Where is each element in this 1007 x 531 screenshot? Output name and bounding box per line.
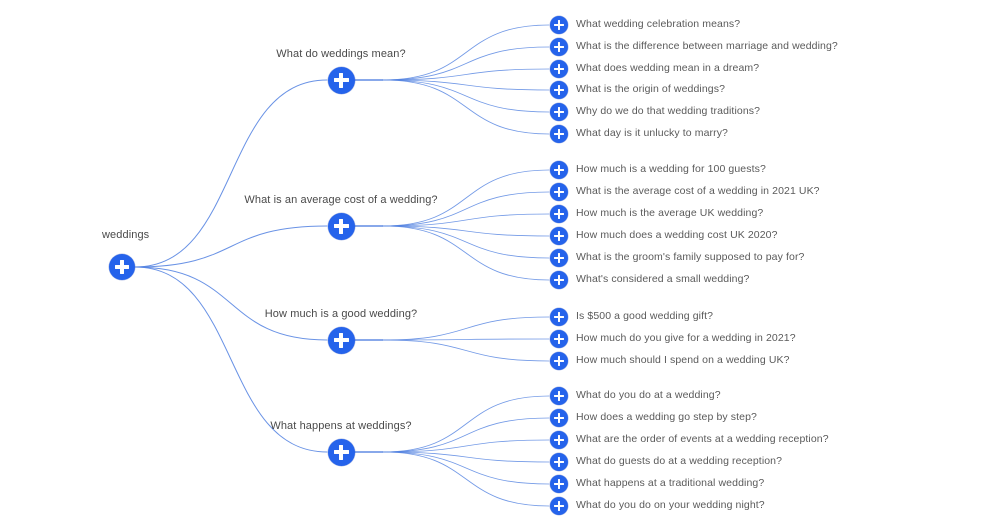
leaf-node-3-0-label: What do you do at a wedding? xyxy=(576,389,721,401)
edge-path xyxy=(382,79,550,113)
plus-circle-icon[interactable] xyxy=(550,81,568,99)
plus-circle-icon[interactable] xyxy=(550,38,568,56)
leaf-node-1-3-label: How much does a wedding cost UK 2020? xyxy=(576,229,778,241)
plus-circle-icon[interactable] xyxy=(550,249,568,267)
plus-circle-icon[interactable] xyxy=(327,438,355,466)
plus-circle-icon[interactable] xyxy=(550,431,568,449)
edge-path xyxy=(382,451,550,507)
leaf-node-0-1-label: What is the difference between marriage … xyxy=(576,40,838,52)
leaf-node-1-4-label: What is the groom's family supposed to p… xyxy=(576,251,805,263)
leaf-node-0-4-label: Why do we do that wedding traditions? xyxy=(576,105,761,117)
plus-circle-icon[interactable] xyxy=(550,16,568,34)
branch-node-0-label: What do weddings mean? xyxy=(276,48,406,60)
leaf-node-3-1-label: How does a wedding go step by step? xyxy=(576,411,757,423)
leaf-node-0-5-label: What day is it unlucky to marry? xyxy=(576,127,728,139)
edge-path xyxy=(134,266,328,341)
leaf-node-2-2-label: How much should I spend on a wedding UK? xyxy=(576,354,790,366)
branch-node-2-label: How much is a good wedding? xyxy=(264,308,418,320)
plus-circle-icon[interactable] xyxy=(109,254,135,280)
edge-path xyxy=(382,439,550,453)
edge-path xyxy=(382,339,550,362)
leaf-node-0-2-label: What does wedding mean in a dream? xyxy=(576,62,760,74)
leaf-node-0-3-label: What is the origin of weddings? xyxy=(576,83,726,95)
plus-circle-icon[interactable] xyxy=(550,271,568,289)
plus-circle-icon[interactable] xyxy=(550,497,568,515)
plus-circle-icon[interactable] xyxy=(327,326,355,354)
edge-path xyxy=(382,225,550,281)
branch-node-1-label: What is an average cost of a wedding? xyxy=(244,194,438,206)
leaf-node-0-0-label: What wedding celebration means? xyxy=(576,18,741,30)
leaf-node-3-2-label: What are the order of events at a weddin… xyxy=(576,433,829,445)
edge-path xyxy=(382,79,550,135)
edge-path xyxy=(134,225,328,268)
edge-path xyxy=(382,79,550,91)
root-node-label: weddings xyxy=(102,229,150,241)
plus-circle-icon[interactable] xyxy=(550,387,568,405)
edge-path xyxy=(382,225,550,237)
leaf-node-1-1-label: What is the average cost of a wedding in… xyxy=(576,185,820,197)
plus-circle-icon[interactable] xyxy=(550,103,568,121)
plus-circle-icon[interactable] xyxy=(327,66,355,94)
plus-circle-icon[interactable] xyxy=(550,183,568,201)
edge-path xyxy=(382,24,550,81)
leaf-node-2-1-label: How much do you give for a wedding in 20… xyxy=(576,332,796,344)
leaf-node-3-3-label: What do guests do at a wedding reception… xyxy=(576,455,783,467)
edge-path xyxy=(382,225,550,259)
edge-path xyxy=(382,451,550,485)
leaf-node-1-0-label: How much is a wedding for 100 guests? xyxy=(576,163,766,175)
edge-path xyxy=(134,79,328,268)
leaf-node-3-4-label: What happens at a traditional wedding? xyxy=(576,477,765,489)
plus-circle-icon[interactable] xyxy=(550,125,568,143)
edge-path xyxy=(382,451,550,463)
edge-path xyxy=(382,46,550,81)
leaf-node-1-2-label: How much is the average UK wedding? xyxy=(576,207,764,219)
edge-path xyxy=(382,213,550,227)
leaf-node-3-5-label: What do you do on your wedding night? xyxy=(576,499,765,511)
leaf-node-2-0-label: Is $500 a good wedding gift? xyxy=(576,310,714,322)
plus-circle-icon[interactable] xyxy=(550,409,568,427)
plus-circle-icon[interactable] xyxy=(550,352,568,370)
plus-circle-icon[interactable] xyxy=(550,60,568,78)
plus-circle-icon[interactable] xyxy=(550,308,568,326)
leaf-node-1-5-label: What's considered a small wedding? xyxy=(576,273,750,285)
plus-circle-icon[interactable] xyxy=(550,205,568,223)
edge-path xyxy=(382,68,550,81)
plus-circle-icon[interactable] xyxy=(550,161,568,179)
branch-node-3-label: What happens at weddings? xyxy=(270,420,412,432)
plus-circle-icon[interactable] xyxy=(327,212,355,240)
edge-path xyxy=(382,338,550,341)
plus-circle-icon[interactable] xyxy=(550,453,568,471)
plus-circle-icon[interactable] xyxy=(550,227,568,245)
plus-circle-icon[interactable] xyxy=(550,330,568,348)
plus-circle-icon[interactable] xyxy=(550,475,568,493)
